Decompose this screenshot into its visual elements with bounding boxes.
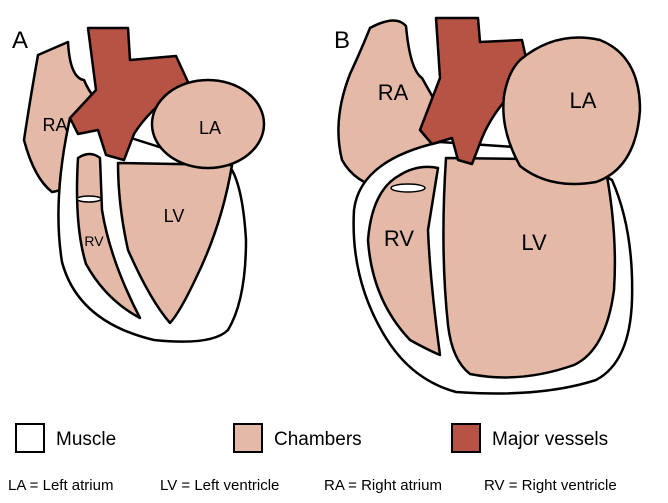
chambers-swatch bbox=[233, 423, 263, 453]
panel-a-lv-label: LV bbox=[164, 206, 185, 226]
panel-b-letter: B bbox=[334, 27, 350, 54]
vessels-swatch bbox=[451, 423, 481, 453]
panel-a-valve-icon bbox=[76, 195, 102, 203]
abbrev-la: LA = Left atrium bbox=[8, 477, 113, 494]
abbrev-ra: RA = Right atrium bbox=[324, 477, 442, 494]
panel-a: A RA LA RV LV bbox=[12, 26, 266, 343]
panel-b-right-ventricle bbox=[366, 165, 442, 357]
legend-label-muscle: Muscle bbox=[56, 429, 116, 450]
legend-item-major-vessels: Major vessels bbox=[451, 423, 608, 453]
panel-a-major-vessels bbox=[68, 26, 190, 162]
legend-label-chambers: Chambers bbox=[274, 429, 362, 450]
panel-b-valve-icon bbox=[390, 183, 426, 193]
panel-b-left-ventricle bbox=[442, 156, 617, 379]
panel-b-lv-label: LV bbox=[521, 230, 547, 255]
legend-item-muscle: Muscle bbox=[15, 423, 116, 453]
panel-b-rv-label: RV bbox=[384, 226, 414, 251]
muscle-swatch bbox=[15, 423, 45, 453]
abbrev-rv: RV = Right ventricle bbox=[484, 477, 617, 494]
panel-a-left-ventricle bbox=[116, 161, 234, 325]
panel-a-right-ventricle bbox=[75, 152, 142, 320]
abbreviations: LA = Left atrium LV = Left ventricle RA … bbox=[8, 477, 617, 494]
panel-a-left-atrium bbox=[150, 78, 266, 170]
panel-b: B RA LA RV LV bbox=[334, 16, 642, 395]
panel-b-left-atrium bbox=[502, 36, 642, 186]
legend-label-major-vessels: Major vessels bbox=[492, 429, 608, 450]
panel-a-ra-label: RA bbox=[42, 115, 67, 135]
panel-b-la-label: LA bbox=[570, 88, 597, 113]
legend: Muscle Chambers Major vessels bbox=[15, 423, 608, 453]
legend-item-chambers: Chambers bbox=[233, 423, 362, 453]
panel-a-letter: A bbox=[12, 27, 28, 54]
abbrev-lv: LV = Left ventricle bbox=[160, 477, 279, 494]
panel-a-la-label: LA bbox=[199, 118, 221, 138]
panel-a-rv-label: RV bbox=[84, 233, 104, 249]
panel-b-ra-label: RA bbox=[378, 80, 409, 105]
